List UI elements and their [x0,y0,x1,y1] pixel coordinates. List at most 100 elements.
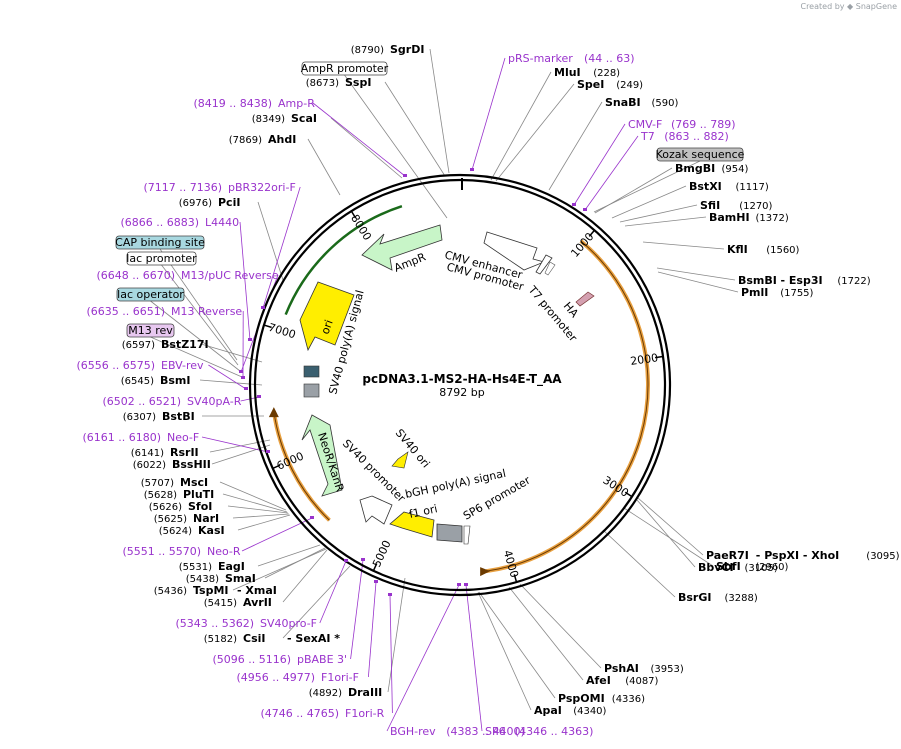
feature-f1-ori[interactable]: f1 ori [408,502,463,543]
enzyme-sfii[interactable]: SfiI(1270) [700,199,773,212]
enzyme-name: SgrDI [390,43,424,56]
enzyme-mlui[interactable]: MluI(228) [554,66,620,79]
enzyme-kasi[interactable]: (5624)KasI [159,524,225,537]
enzyme-bsshii[interactable]: (6022)BssHII [133,458,211,471]
feature-label-m13-rev[interactable]: M13 rev [126,323,175,338]
primer-site-mark [470,168,474,171]
primer-t7[interactable]: T7(863 .. 882) [583,130,729,211]
primer-name: Amp-R [278,97,315,110]
primer-name: F1ori-F [321,671,359,684]
feature-neor-kanr[interactable]: NeoR/KanR [301,414,347,497]
feature-label-cap-binding-site[interactable]: CAP binding site [115,235,205,250]
feature-ori[interactable]: ori [299,281,355,352]
orf-arc-insert[interactable] [485,239,650,574]
primer-m13-reverse[interactable]: (6635 .. 6651)M13 Reverse [86,305,245,379]
feature-sv40-ori[interactable]: SV40 ori [391,427,432,471]
enzyme-bmgbi[interactable]: BmgBI(954) [675,162,748,175]
tick-label: 5000 [370,538,394,569]
primer-bgh-rev[interactable]: BGH-rev(4383 .. 4400) [390,583,525,738]
enzyme-csii[interactable]: (5182)CsiI- SexAI * [204,632,341,645]
primer-site-mark [266,450,270,453]
enzyme-smai[interactable]: (5438)SmaI [186,572,256,585]
enzyme-scai[interactable]: (8349)ScaI [252,112,317,125]
primer-sp6[interactable]: SP6(4346 .. 4363) [464,583,593,738]
enzyme-kfli[interactable]: KflI(1560) [727,243,800,256]
plasmid-length: 8792 bp [439,386,484,399]
enzyme-sfoi[interactable]: (5626)SfoI [149,500,213,513]
enzyme-pmli[interactable]: PmlI(1755) [741,286,814,299]
primer-ebv-rev[interactable]: (6556 .. 6575)EBV-rev [76,359,248,390]
enzyme-apai[interactable]: ApaI(4340) [534,704,607,717]
primer-sv40pro-f[interactable]: (5343 .. 5362)SV40pro-F [175,559,348,630]
enzyme-sbfi[interactable]: SbfI(2960) [716,560,789,573]
snapgene-credit: Created by ◆ SnapGene [800,2,897,11]
enzyme-bstz17i[interactable]: (6597)BstZ17I [122,338,209,351]
enzyme-spei[interactable]: SpeI(249) [577,78,643,91]
primer-site-mark [244,387,248,390]
orf-arc-ampr[interactable] [284,205,403,316]
primer-site-mark [310,516,314,519]
enzyme-nari[interactable]: (5625)NarI [154,512,219,525]
feature-ha[interactable]: HA [561,291,595,320]
enzyme-eagi[interactable]: (5531)EagI [179,560,245,573]
enzyme-draiii[interactable]: (4892)DraIII [309,686,383,699]
tick-label: 7000 [267,321,298,342]
feature-sv40-promoter[interactable]: SV40 promoter [340,437,408,525]
primer-neo-r[interactable]: (5551 .. 5570)Neo-R [122,516,314,558]
primer-pbabe-3[interactable]: (5096 .. 5116)pBABE 3' [212,558,365,666]
enzyme-bbvci[interactable]: BbvCI(3105) [698,561,778,574]
enzyme-name: BsmI [160,374,191,387]
enzyme-name: KflI [727,243,748,256]
enzyme-snabi[interactable]: SnaBI(590) [605,96,678,109]
enzyme-pspomi[interactable]: PspOMI(4336) [558,692,645,705]
primer-range: (6635 .. 6651) [86,305,165,318]
enzyme-bsmi[interactable]: (6545)BsmI [121,374,191,387]
enzyme-sgrdi[interactable]: (8790)SgrDI [351,43,425,56]
primer-pbr322ori-f[interactable]: (7117 .. 7136)pBR322ori-F [143,181,296,309]
enzyme-rsrii[interactable]: (6141)RsrII [131,446,199,459]
enzyme-pluti[interactable]: (5628)PluTI [144,488,215,501]
primer-range: (6866 .. 6883) [120,216,199,229]
primer-m13-puc-reverse[interactable]: (6648 .. 6670)M13/pUC Reverse [96,269,279,373]
feature-label-kozak-sequence[interactable]: Kozak sequence [656,147,745,162]
enzyme-msci[interactable]: (5707)MscI [141,476,208,489]
enzyme-paer7i[interactable]: PaeR7I- PspXI - XhoI(3095) [706,549,900,562]
enzyme-bsmbi[interactable]: BsmBI- Esp3I(1722) [738,274,871,287]
feature-ampr[interactable]: AmpR [361,224,443,275]
primer-cmv-f[interactable]: CMV-F(769 .. 789) [572,118,736,206]
enzyme-bamhi[interactable]: BamHI(1372) [709,211,789,224]
primer-neo-f[interactable]: (6161 .. 6180)Neo-F [82,431,270,453]
enzyme-ahdi[interactable]: (7869)AhdI [229,133,297,146]
primer-site-mark [361,558,365,561]
feature-label-text: lac promoter [126,252,197,265]
enzyme-avrii[interactable]: (5415)AvrII [204,596,272,609]
enzyme-sspi[interactable]: (8673)SspI [306,76,372,89]
enzyme-pcii[interactable]: (6976)PciI [179,196,241,209]
enzyme-bstxi[interactable]: BstXI(1117) [689,180,769,193]
enzyme-bstbi[interactable]: (6307)BstBI [123,410,195,423]
enzyme-name: PluTI [183,488,214,501]
primer-sv40pa-r[interactable]: (6502 .. 6521)SV40pA-R [102,395,261,408]
primer-f1ori-f[interactable]: (4956 .. 4977)F1ori-F [236,580,378,684]
enzyme-tspmi[interactable]: (5436)TspMI- XmaI [154,584,277,597]
enzyme-name: MscI [180,476,208,489]
enzyme-name: PciI [218,196,240,209]
primer-site-mark [239,370,243,373]
primer-prs-marker[interactable]: pRS-marker(44 .. 63) [470,52,635,171]
primer-site-mark [583,208,587,211]
enzyme-afei[interactable]: AfeI(4087) [586,674,659,687]
credit-text: Created by [800,2,845,11]
enzyme-position: (6022) [133,460,166,471]
primer-l4440[interactable]: (6866 .. 6883)L4440 [120,216,252,341]
enzyme-name: EagI [218,560,245,573]
enzyme-pshai[interactable]: PshAI(3953) [604,662,684,675]
enzyme-name: BbvCI [698,561,734,574]
feature-label-ampr-promoter[interactable]: AmpR promoter [301,61,389,76]
primer-amp-r[interactable]: (8419 .. 8438)Amp-R [193,97,407,177]
feature-label-lac-promoter[interactable]: lac promoter [126,251,197,266]
tick-8000: 8000 [348,210,374,243]
enzyme-name: BstZ17I [161,338,209,351]
feature-label-lac-operator[interactable]: lac operator [116,287,185,302]
enzyme-bsrgi[interactable]: BsrGI(3288) [678,591,758,604]
primer-f1ori-r[interactable]: (4746 .. 4765)F1ori-R [260,593,392,720]
